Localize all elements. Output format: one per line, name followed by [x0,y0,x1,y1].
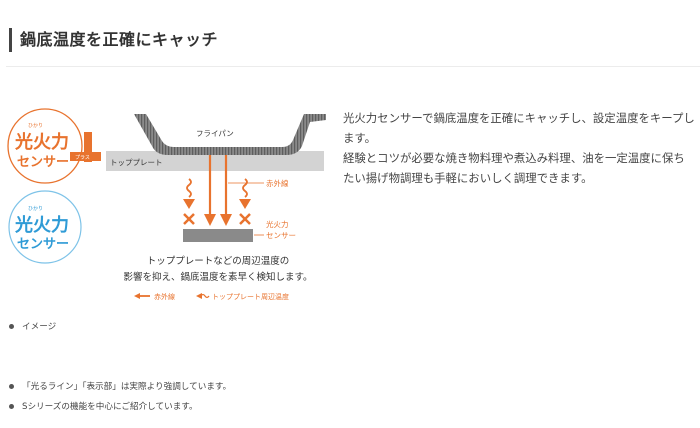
footnote: Sシリーズの機能を中心にご紹介しています。 [22,402,198,412]
legend: 赤外線 トッププレート周辺温度 [134,292,289,301]
image-note: イメージ [9,320,56,332]
svg-text:光火力: 光火力 [14,214,69,236]
svg-text:トッププレートなどの周辺温度の: トッププレートなどの周辺温度の [147,255,290,267]
svg-text:センサー: センサー [17,155,69,170]
feature-description: 光火力センサーで鍋底温度を正確にキャッチし、設定温度をキープします。 経験とコツ… [343,108,695,188]
bullet-icon [9,403,14,409]
description-paragraph-2: 経験とコツが必要な焼き物料理や煮込み料理、油を一定温度に保ちたい揚げ物調理も手軽… [343,151,685,185]
svg-text:ひかり: ひかり [28,205,43,212]
sensor-diagram: ひかり 光火力 センサー プラス ひかり 光火力 センサー トッププレート フラ… [7,108,326,301]
svg-text:トッププレート: トッププレート [110,158,163,167]
top-plate [106,151,324,171]
svg-text:光火力: 光火力 [266,219,289,229]
sensor-block [183,229,253,242]
svg-text:プラス: プラス [75,155,90,161]
svg-text:センサー: センサー [17,237,69,252]
hikari-sensor-plus-badge: ひかり 光火力 センサー プラス [7,108,101,184]
svg-text:フライパン: フライパン [196,129,234,138]
footnotes: 「光るライン」「表示部」は実際より強調しています。 Sシリーズの機能を中心にご紹… [9,380,231,412]
svg-text:トッププレート周辺温度: トッププレート周辺温度 [212,292,289,301]
svg-text:光火力: 光火力 [14,131,69,153]
section-title: 鍋底温度を正確にキャッチ [9,28,218,52]
frying-pan [134,114,326,155]
bullet-icon [9,383,14,389]
svg-text:ひかり: ひかり [28,122,43,129]
svg-text:赤外線: 赤外線 [266,178,289,188]
svg-text:センサー: センサー [266,231,296,240]
bullet-icon [9,323,14,329]
svg-text:影響を抑え、鍋底温度を素早く検知します。: 影響を抑え、鍋底温度を素早く検知します。 [123,271,312,283]
hikari-sensor-badge: ひかり 光火力 センサー [8,190,82,264]
divider [6,66,700,67]
footnote: 「光るライン」「表示部」は実際より強調しています。 [22,382,232,392]
description-paragraph-1: 光火力センサーで鍋底温度を正確にキャッチし、設定温度をキープします。 [343,111,695,145]
svg-text:赤外線: 赤外線 [154,292,175,301]
